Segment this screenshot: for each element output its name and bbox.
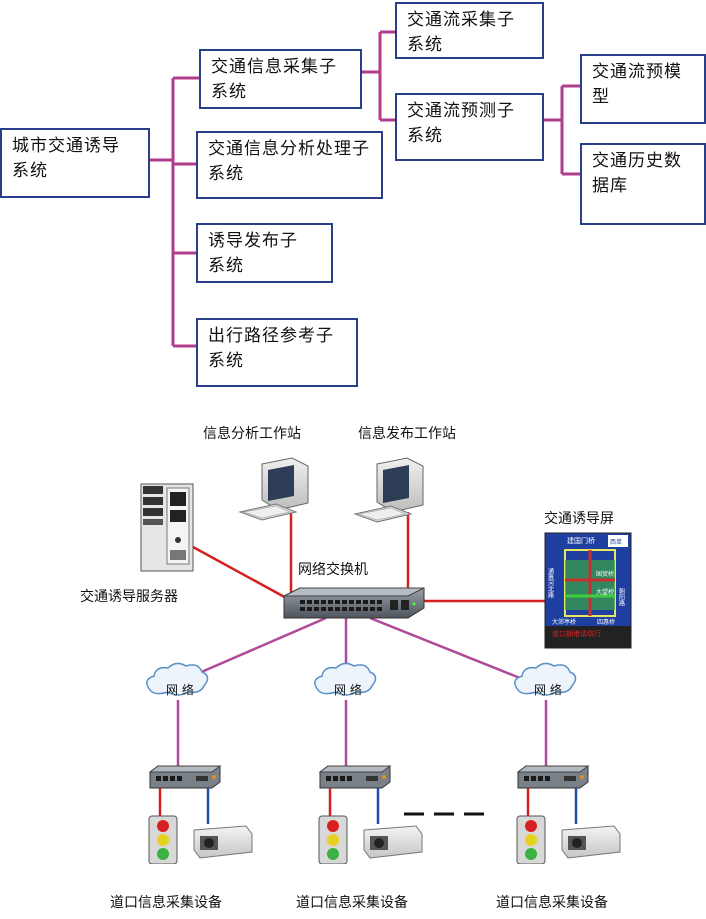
svg-text:大望桥: 大望桥 <box>596 588 614 596</box>
guidance-screen-icon <box>544 532 632 649</box>
cloud-label: 网 络 <box>334 683 362 697</box>
label-device: 道口信息采集设备 <box>110 895 222 911</box>
camera-icon <box>561 825 621 859</box>
device-group <box>516 764 626 865</box>
publish-workstation-icon <box>353 457 424 523</box>
traffic-light-icon <box>318 815 348 865</box>
network-diagram: 建国门桥 西单 国贸桥 大望桥 朝阳路 通惠河北路 大郊亭桥 四惠桥 道口拥堵请… <box>140 457 632 816</box>
tree-node-history-db: 交通历史数据库 <box>580 143 706 225</box>
analysis-workstation-icon <box>238 457 309 521</box>
label-analysis-workstation: 信息分析工作站 <box>203 426 301 442</box>
label-server: 交通诱导服务器 <box>80 589 178 605</box>
link-server-switch <box>192 545 291 602</box>
cloud-label: 网 络 <box>166 683 194 697</box>
label-device: 道口信息采集设备 <box>296 895 408 911</box>
tree-connectors <box>150 30 580 348</box>
label-switch: 网络交换机 <box>298 562 368 578</box>
tree-node-info-collection: 交通信息采集子系统 <box>199 49 362 109</box>
svg-text:国贸桥: 国贸桥 <box>596 570 614 578</box>
traffic-light-icon <box>148 815 178 865</box>
svg-text:西单: 西单 <box>610 538 622 546</box>
network-switch-icon <box>283 587 425 619</box>
collection-router-icon <box>148 765 222 789</box>
svg-text:通惠河北路: 通惠河北路 <box>547 567 554 599</box>
cloud-icon <box>146 662 577 696</box>
tree-node-info-analysis: 交通信息分析处理子系统 <box>196 131 383 199</box>
tree-node-prediction-model: 交通流预模型 <box>580 54 706 124</box>
camera-icon <box>363 825 423 859</box>
label-device: 道口信息采集设备 <box>496 895 608 911</box>
label-guidance-screen: 交通诱导屏 <box>544 511 614 527</box>
collection-router-icon <box>516 765 590 789</box>
svg-text:朝阳路: 朝阳路 <box>618 587 625 607</box>
tree-node-route-reference: 出行路径参考子系统 <box>196 318 358 387</box>
collection-router-icon <box>318 765 392 789</box>
tree-node-flow-prediction: 交通流预测子系统 <box>395 93 544 161</box>
cloud-label: 网 络 <box>534 683 562 697</box>
label-publish-workstation: 信息发布工作站 <box>358 426 456 442</box>
svg-text:四惠桥: 四惠桥 <box>597 618 615 626</box>
server-icon <box>140 483 194 572</box>
svg-text:大郊亭桥: 大郊亭桥 <box>552 618 576 626</box>
tree-root: 城市交通诱导系统 <box>0 128 150 198</box>
tree-node-flow-collection: 交通流采集子系统 <box>395 2 544 59</box>
tree-node-guidance-publish: 诱导发布子系统 <box>196 223 333 283</box>
camera-icon <box>193 825 253 859</box>
device-group <box>318 764 428 865</box>
screen-sign-top: 建国门桥 <box>567 536 595 545</box>
device-group <box>148 764 258 865</box>
traffic-light-icon <box>516 815 546 865</box>
screen-led-text: 道口拥堵请绕行 <box>552 629 601 638</box>
